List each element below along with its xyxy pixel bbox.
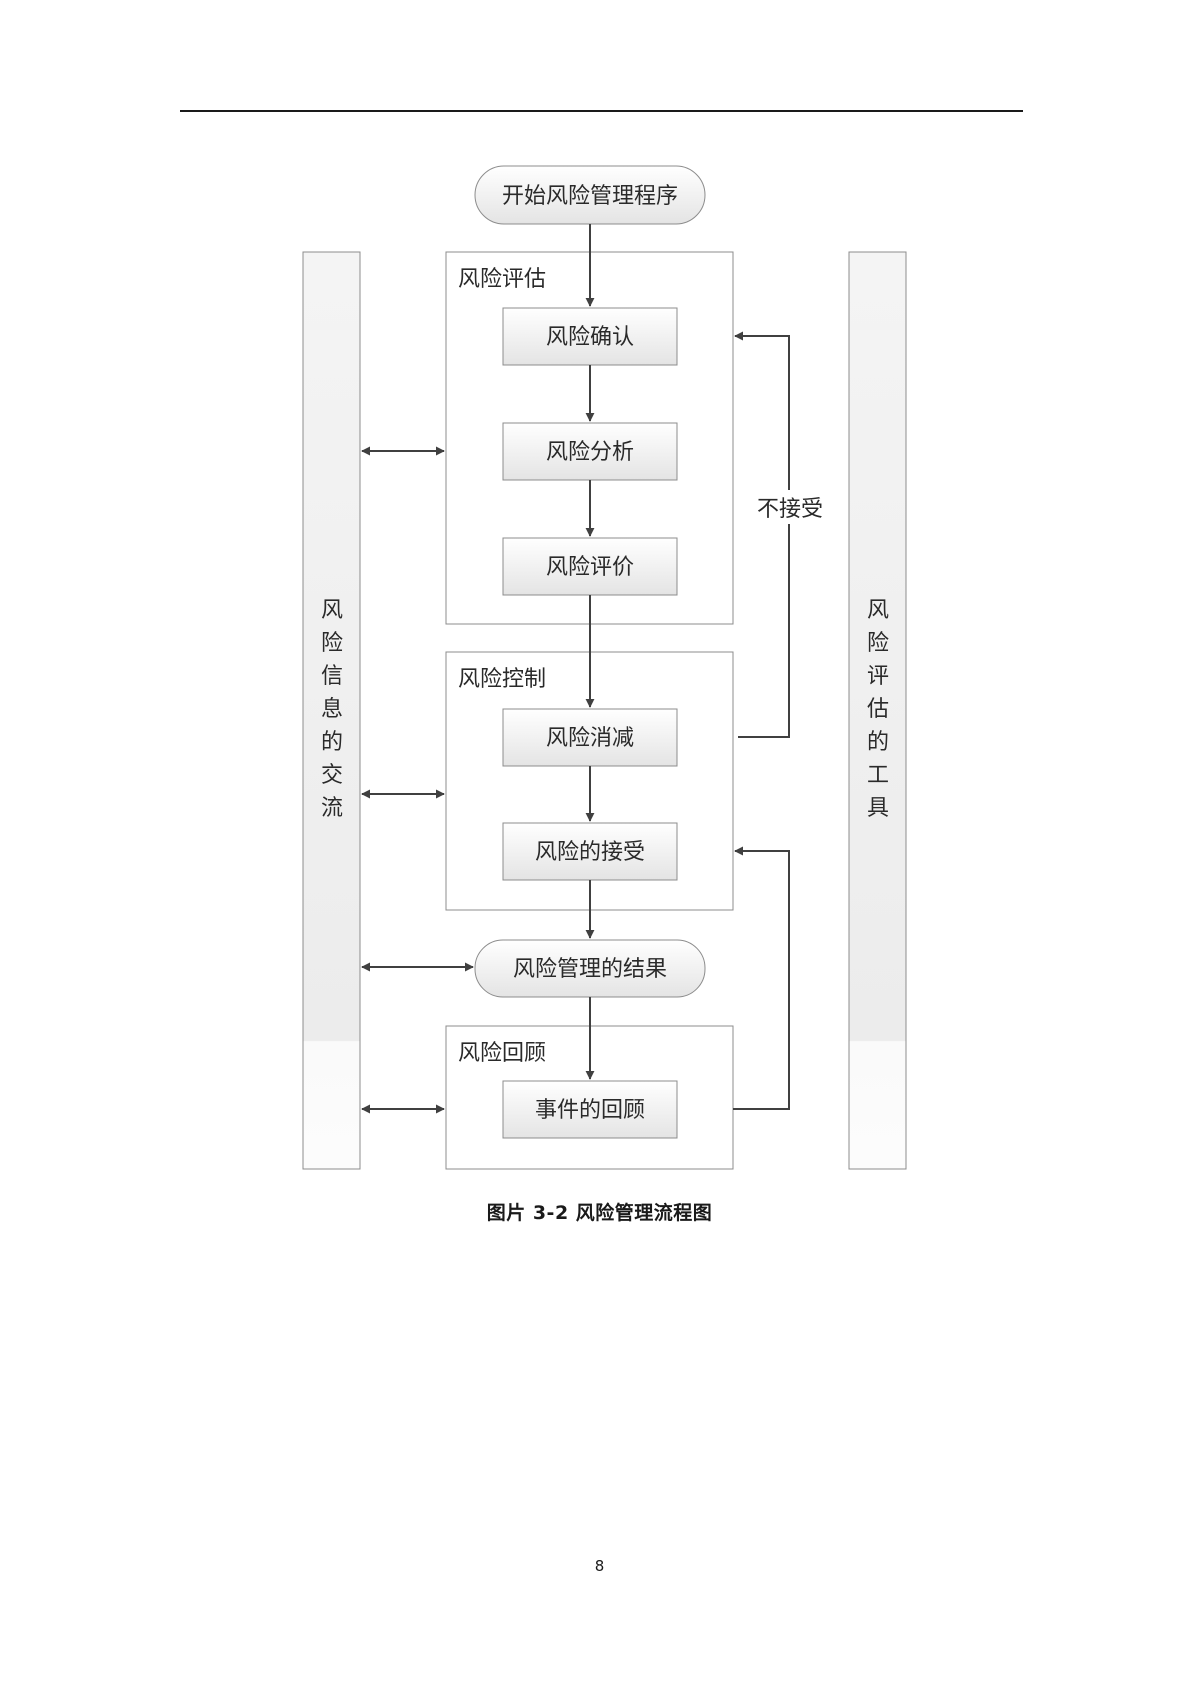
page-number: 8: [594, 1557, 605, 1575]
step-analyze-label: 风险分析: [546, 440, 634, 465]
feedback-review-arrow: [733, 846, 790, 1110]
step-accept: [502, 822, 678, 881]
group-review-label: 风险回顾: [458, 1041, 546, 1066]
start-node-label: 开始风险管理程序: [502, 184, 678, 209]
right-bar: [848, 251, 907, 1170]
figure-caption: 图片 3-2 风险管理流程图: [486, 1202, 713, 1224]
feedback-not-accepted-arrow: [734, 331, 790, 738]
result-node-label: 风险管理的结果: [513, 957, 667, 982]
step-identify: [502, 307, 678, 366]
not-accepted-label: 不接受: [757, 497, 823, 522]
group-assessment-label: 风险评估: [458, 267, 546, 292]
step-event-review-label: 事件的回顾: [535, 1098, 645, 1123]
left-bar: [302, 251, 361, 1170]
step-reduce-label: 风险消减: [546, 726, 634, 751]
step-evaluate-label: 风险评价: [546, 555, 634, 580]
right-bar-label: 风险评估的工具: [867, 598, 889, 821]
step-reduce: [502, 708, 678, 767]
step-event-review: [502, 1080, 678, 1139]
left-bar-label: 风险信息的交流: [321, 598, 343, 821]
step-identify-label: 风险确认: [546, 325, 634, 350]
step-accept-label: 风险的接受: [535, 840, 645, 865]
header-rule: [180, 110, 1023, 112]
group-control-label: 风险控制: [458, 667, 546, 692]
